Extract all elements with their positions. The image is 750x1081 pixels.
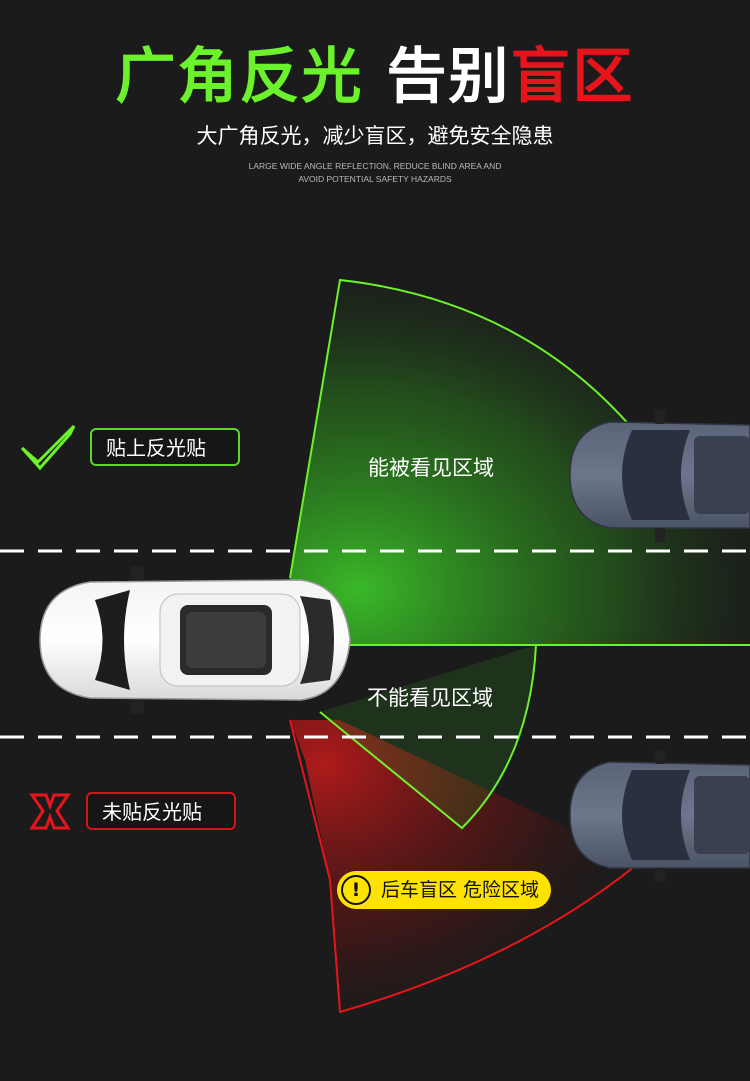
without-sticker-tag: 未贴反光贴 — [86, 792, 236, 830]
page-title: 广角反光 告别盲区 — [0, 28, 750, 115]
english-caption: LARGE WIDE ANGLE REFLECTION, REDUCE BLIN… — [0, 160, 750, 186]
following-car-bottom — [569, 750, 750, 882]
title-wide-angle: 广角反光 — [115, 42, 364, 112]
visible-zone-fill — [290, 280, 750, 645]
title-farewell: 告别 — [386, 42, 511, 112]
blind-zone-outline — [289, 719, 641, 1014]
subtitle: 大广角反光，减少盲区，避免安全隐患 — [196, 124, 554, 148]
visible-area-label: 能被看见区域 — [368, 456, 494, 480]
title-blind-spot: 盲区 — [510, 42, 635, 112]
english-caption-line-2: AVOID POTENTIAL SAFETY HAZARDS — [298, 174, 452, 184]
with-sticker-tag: 贴上反光贴 — [90, 428, 240, 466]
white-suv — [39, 566, 351, 714]
x-mark-icon — [29, 793, 71, 830]
check-mark-icon — [20, 424, 76, 471]
danger-zone-label: 后车盲区 危险区域 — [381, 879, 540, 901]
english-caption-line-1: LARGE WIDE ANGLE REFLECTION, REDUCE BLIN… — [248, 161, 502, 171]
warning-icon: ! — [341, 875, 371, 905]
danger-zone-badge: ! 后车盲区 危险区域 — [337, 871, 551, 909]
blind-zone-fill — [290, 720, 640, 1012]
invisible-area-label: 不能看见区域 — [367, 686, 493, 710]
following-car-top — [569, 410, 750, 542]
visible-zone-outline — [289, 278, 633, 579]
